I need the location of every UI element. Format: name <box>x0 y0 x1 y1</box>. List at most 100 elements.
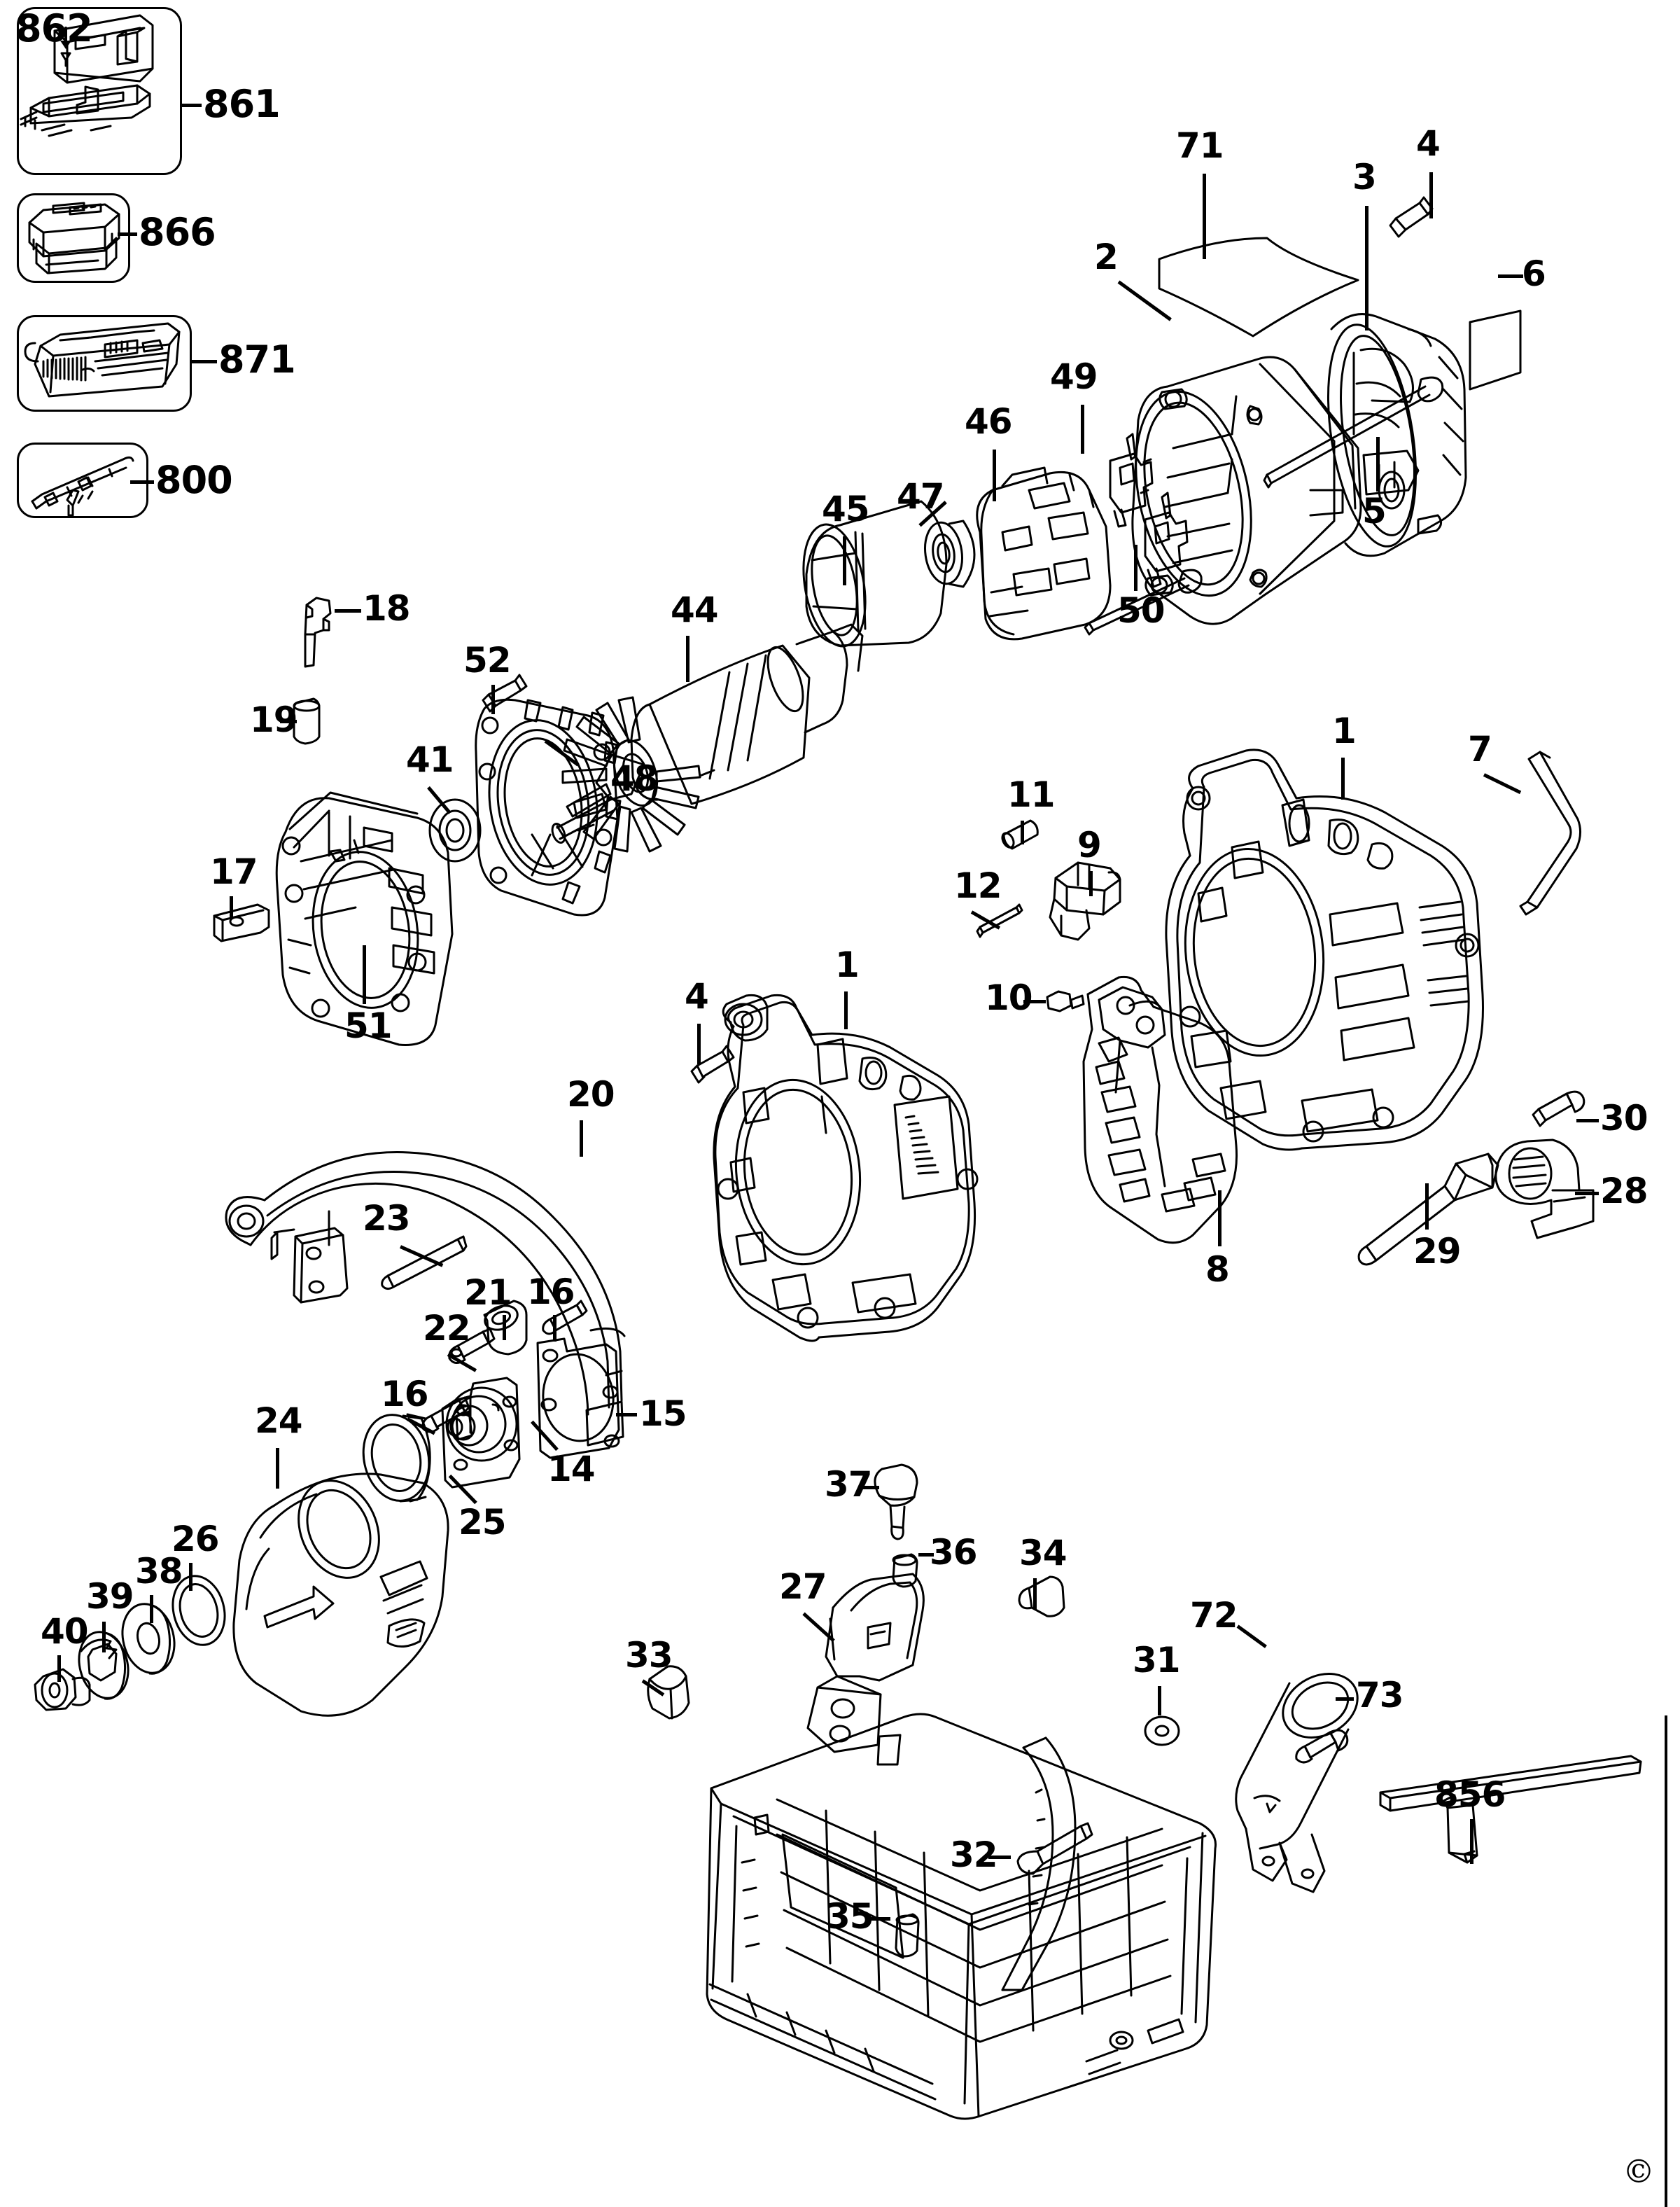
callout-33: 33 <box>625 1635 673 1676</box>
callout-50: 50 <box>1117 590 1166 631</box>
callout-15: 15 <box>639 1393 687 1434</box>
callout-3: 3 <box>1352 157 1377 197</box>
leader-11 <box>1021 821 1024 844</box>
callout-48: 48 <box>610 758 659 799</box>
callout-16: 16 <box>381 1374 429 1414</box>
callout-18: 18 <box>363 588 411 629</box>
leader-12 <box>970 910 1001 930</box>
sheet-right-rule <box>1665 1715 1667 2207</box>
callout-861: 861 <box>203 82 281 126</box>
art-screw-10 <box>1047 991 1084 1011</box>
callout-10: 10 <box>985 977 1033 1018</box>
art-armature-44 <box>550 625 862 851</box>
art-motor-housing-2 <box>1119 357 1361 624</box>
art-end-cap-3 <box>1315 314 1466 556</box>
art-clamshell-left-1 <box>714 995 977 1341</box>
callout-40: 40 <box>41 1611 89 1652</box>
callout-51: 51 <box>344 1005 393 1046</box>
callout-16: 16 <box>527 1272 575 1312</box>
leader-26 <box>189 1563 192 1591</box>
art-nameplate-71 <box>1159 238 1358 336</box>
leader-37 <box>858 1486 879 1489</box>
callout-44: 44 <box>671 590 719 630</box>
art-hex-key-7 <box>1520 752 1581 914</box>
art-brush-holder-49a <box>1110 434 1152 527</box>
leader-800 <box>130 480 154 484</box>
leader-33 <box>641 1679 665 1697</box>
leader-71 <box>1203 174 1206 259</box>
callout-17: 17 <box>210 851 258 892</box>
callout-46: 46 <box>965 401 1013 442</box>
leader-48 <box>544 739 580 767</box>
art-screw-5 <box>1264 377 1443 487</box>
leader-45 <box>843 536 846 585</box>
art-blade-bolt-40 <box>35 1669 90 1710</box>
callout-34: 34 <box>1019 1533 1068 1573</box>
leader-19 <box>280 720 297 723</box>
leader-27 <box>802 1612 835 1643</box>
leader-22 <box>447 1353 477 1372</box>
callout-871: 871 <box>218 337 296 382</box>
art-dust-port-72 <box>1236 1662 1368 1892</box>
leader-4a <box>1429 172 1433 218</box>
leader-7 <box>1483 773 1522 795</box>
leader-8 <box>1218 1190 1222 1246</box>
callout-30: 30 <box>1600 1098 1648 1139</box>
art-clamshell-right-1 <box>1166 750 1483 1150</box>
leader-1b <box>844 991 848 1029</box>
leader-10 <box>1023 1000 1046 1003</box>
leader-46 <box>993 450 996 501</box>
callout-14: 14 <box>547 1449 596 1489</box>
leader-16b <box>406 1417 436 1435</box>
callout-72: 72 <box>1190 1595 1238 1636</box>
leader-41 <box>427 786 451 814</box>
callout-45: 45 <box>822 489 870 529</box>
leader-866 <box>118 232 137 236</box>
callout-1: 1 <box>1332 711 1357 751</box>
callout-23: 23 <box>363 1198 411 1239</box>
art-plate-17 <box>214 905 269 941</box>
leader-9 <box>1089 871 1093 896</box>
leader-861 <box>182 104 202 107</box>
leader-52 <box>491 685 495 714</box>
art-pin-23 <box>382 1237 466 1289</box>
leader-38 <box>150 1595 153 1623</box>
callout-11: 11 <box>1007 774 1056 815</box>
art-label-6 <box>1470 311 1520 389</box>
leader-15 <box>616 1413 637 1416</box>
leader-4b <box>697 1024 701 1064</box>
leader-21 <box>503 1315 506 1340</box>
leader-6 <box>1498 274 1523 278</box>
leader-28 <box>1575 1192 1599 1195</box>
callout-20: 20 <box>567 1074 615 1115</box>
leader-5 <box>1376 437 1380 492</box>
callout-8: 8 <box>1205 1249 1230 1290</box>
art-screw-73 <box>1296 1730 1348 1762</box>
art-brush-holder-49b <box>1145 493 1187 587</box>
leader-2 <box>1117 280 1172 321</box>
callout-6: 6 <box>1522 253 1546 294</box>
art-bushing-11 <box>1000 821 1038 849</box>
leader-50 <box>1134 545 1138 591</box>
art-lower-guard-24 <box>234 1468 448 1715</box>
callout-38: 38 <box>135 1551 183 1592</box>
leader-40 <box>57 1655 61 1682</box>
leader-23 <box>399 1245 444 1267</box>
leader-29 <box>1425 1183 1429 1230</box>
callout-800: 800 <box>155 458 233 502</box>
callout-29: 29 <box>1413 1231 1462 1272</box>
callout-21: 21 <box>464 1272 512 1313</box>
art-screw-4 <box>1390 197 1432 237</box>
art-lock-lever-9 <box>1050 863 1120 940</box>
callout-41: 41 <box>406 739 454 780</box>
art-gearcase-48 <box>476 699 620 915</box>
art-spindle-housing-14 <box>442 1378 519 1487</box>
leader-36 <box>918 1553 934 1557</box>
copyright-icon: © <box>1623 2152 1655 2190</box>
callout-27: 27 <box>779 1566 827 1607</box>
art-brush-cap-19 <box>294 699 319 744</box>
inset-box-battery <box>17 193 130 283</box>
inset-box-saw-blade <box>17 443 148 518</box>
leader-31 <box>1158 1686 1161 1715</box>
